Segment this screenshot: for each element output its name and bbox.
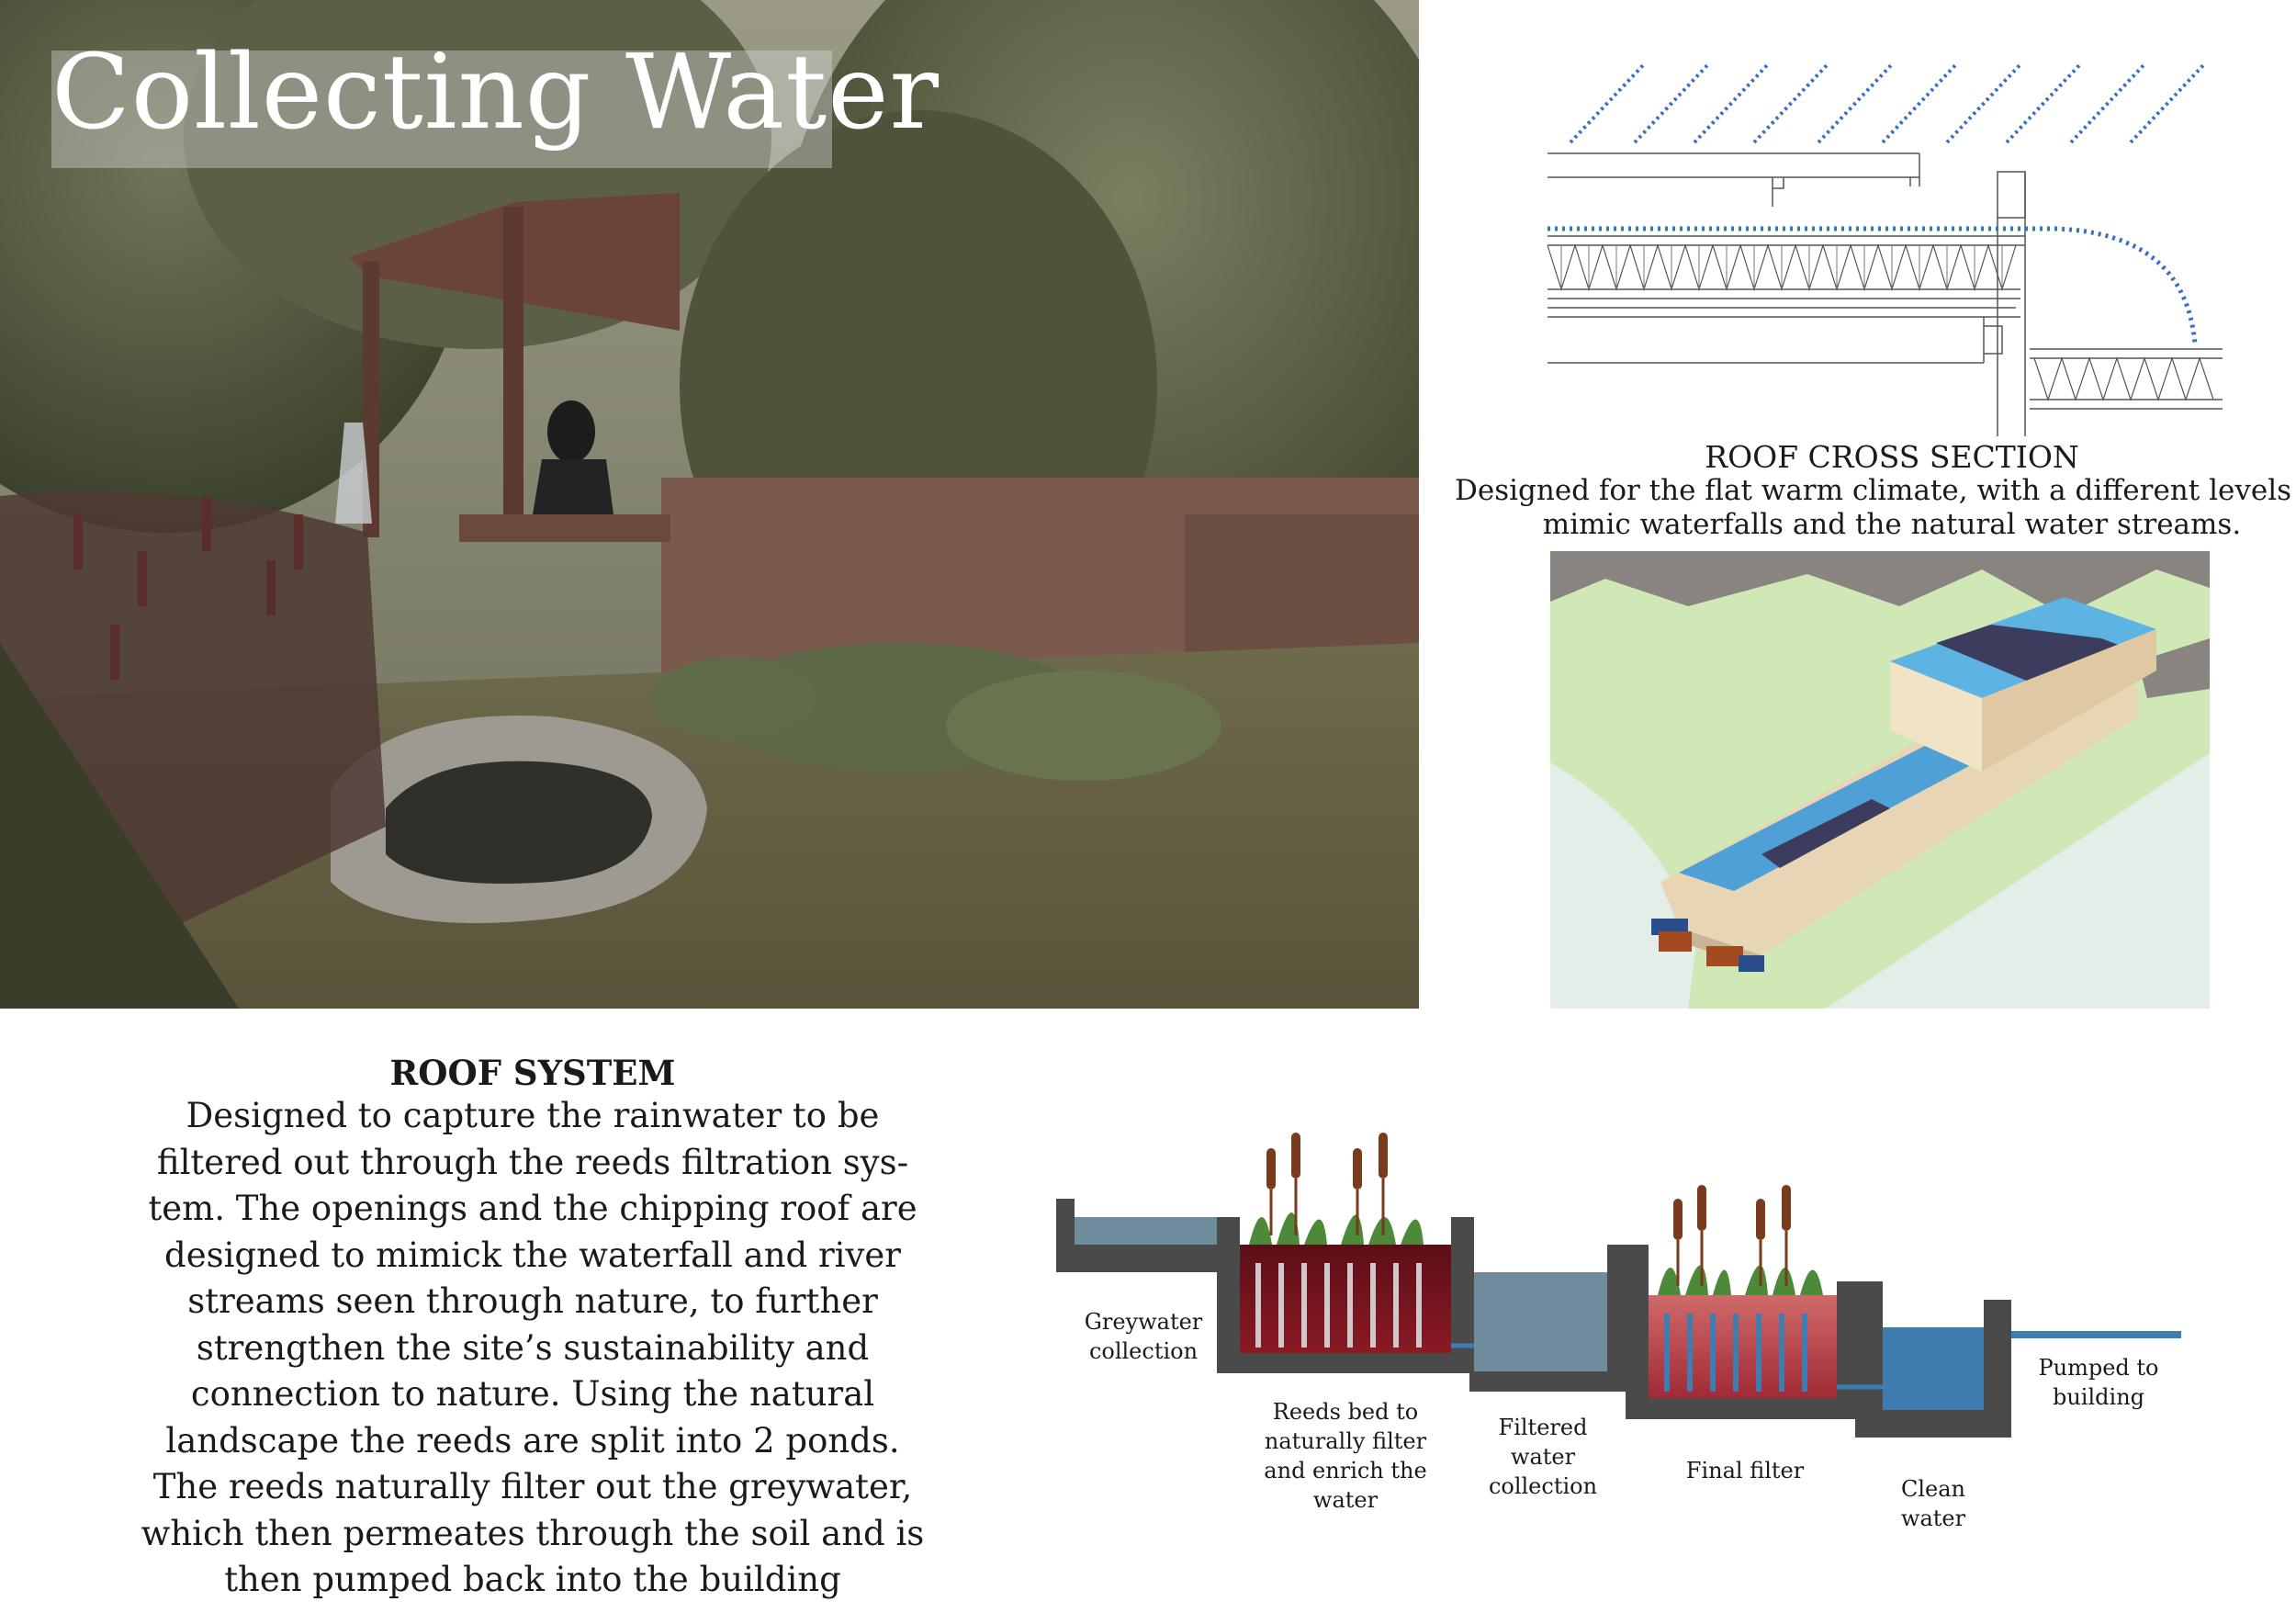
page-title: Collecting Water [51, 33, 940, 152]
label-filtered: Filtered water collection [1488, 1415, 1598, 1499]
axo-svg [1550, 551, 2210, 1009]
clean-water-tank [1855, 1281, 2011, 1438]
section-svg [1547, 62, 2223, 436]
reed-bed-1 [1240, 1245, 1451, 1353]
roof-system-title: ROOF SYSTEM [389, 1053, 676, 1093]
render-illustration [0, 0, 1419, 1009]
clean-water [1883, 1327, 1984, 1410]
label-final-filter: Final filter [1685, 1458, 1805, 1483]
label-reeds-bed: Reeds bed to naturally filter and enrich… [1264, 1399, 1427, 1513]
site-render-image [0, 0, 1419, 1009]
section-title: ROOF CROSS SECTION [1705, 439, 2079, 475]
roof-system-description: Designed to capture the rainwater to be … [141, 1096, 925, 1599]
section-description: Designed for the flat warm climate, with… [1455, 474, 2296, 541]
reed-bed-2-filters [1664, 1314, 1807, 1392]
reed-filtration-diagram: Greywater collection Reeds bed to natura… [1047, 1107, 2195, 1539]
reed-bed-1-filters [1255, 1263, 1422, 1348]
greywater-water [1075, 1217, 1221, 1245]
axonometric-roof-view [1550, 551, 2210, 1009]
label-greywater: Greywater collection [1084, 1309, 1203, 1364]
label-pumped: Pumped to building [2038, 1355, 2159, 1410]
roof-cross-section-drawing [1543, 51, 2223, 436]
reed-bed-2 [1649, 1295, 1837, 1398]
filtered-water [1474, 1272, 1607, 1371]
reeds-plants [1249, 1133, 1823, 1295]
filtration-svg [1056, 1133, 2181, 1438]
rain-lines [1569, 62, 2206, 144]
title-backdrop [51, 51, 832, 168]
label-clean-water: Clean water [1900, 1476, 1966, 1531]
greywater-tank [1056, 1199, 1221, 1272]
